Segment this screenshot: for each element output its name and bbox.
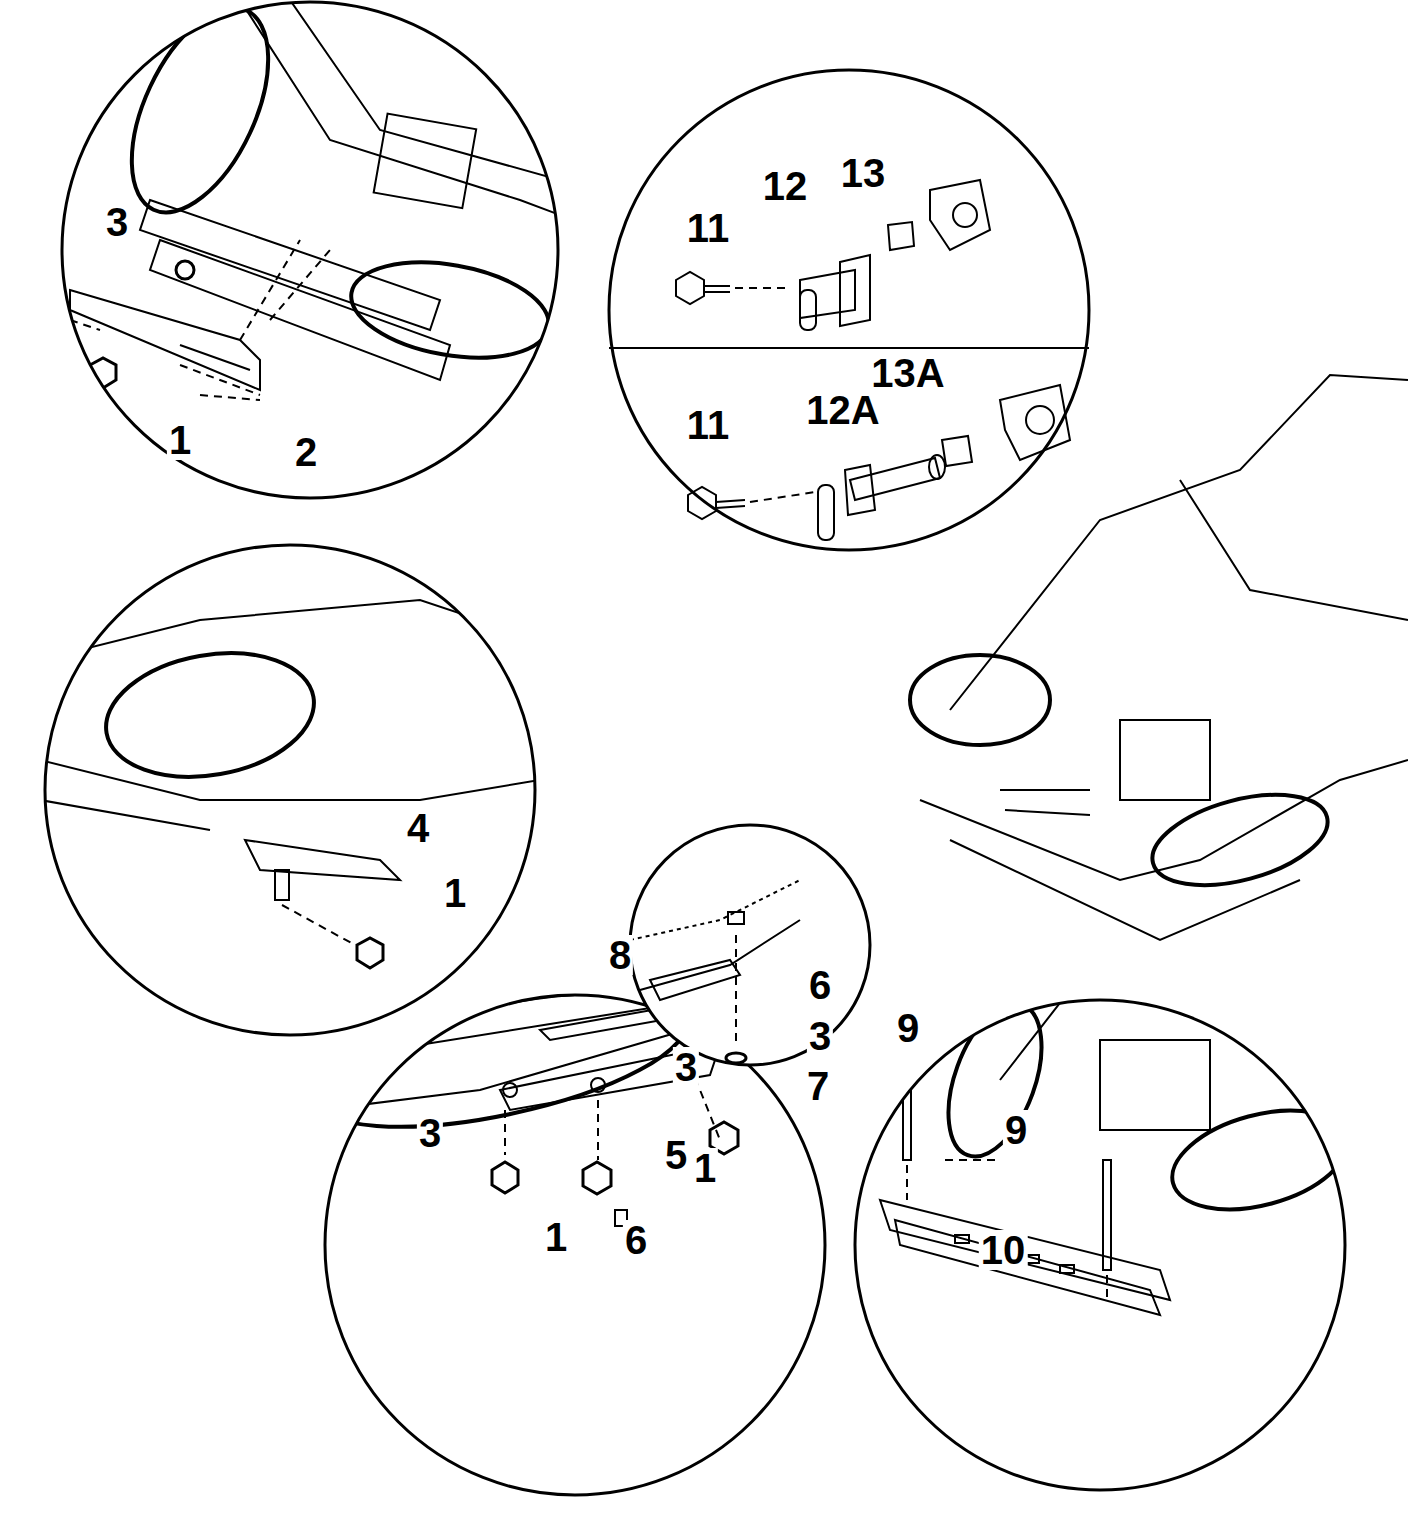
callout-number: 6	[623, 1220, 649, 1260]
callout-number: 11	[685, 405, 731, 445]
callout-number: 12A	[804, 390, 881, 430]
callout-number: 3	[104, 202, 130, 242]
callout-number: 9	[1003, 1110, 1029, 1150]
callout-number: 3	[673, 1047, 699, 1087]
callout-number: 8	[607, 935, 633, 975]
callout-number: 4	[405, 808, 431, 848]
callout-number: 1	[692, 1148, 718, 1188]
callout-number: 1	[543, 1217, 569, 1257]
callout-number: 11	[685, 208, 731, 248]
callout-number: 12	[761, 166, 810, 206]
callout-number: 10	[979, 1230, 1028, 1270]
callout-number: 1	[442, 873, 468, 913]
callout-number: 3	[807, 1016, 833, 1056]
callout-number: 2	[293, 432, 319, 472]
callout-number: 5	[663, 1135, 689, 1175]
callout-number: 3	[417, 1113, 443, 1153]
callout-number: 13	[839, 153, 888, 193]
callout-number: 7	[805, 1066, 831, 1106]
callout-number: 9	[895, 1008, 921, 1048]
callout-number: 1	[167, 420, 193, 460]
callout-number: 6	[807, 965, 833, 1005]
callout-number: 13A	[869, 353, 946, 393]
